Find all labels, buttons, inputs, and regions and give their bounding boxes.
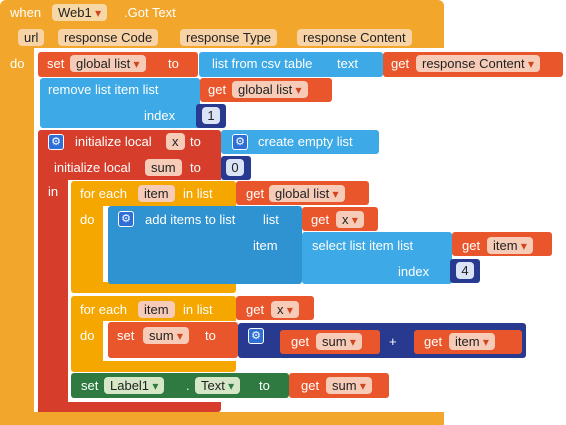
index-label: index [398, 264, 430, 279]
select-list-item-label: select list item list [312, 238, 414, 253]
text-property-dropdown[interactable]: Text [195, 377, 241, 394]
item-var-field[interactable]: item [138, 185, 175, 202]
component-dropdown[interactable]: Web1 [52, 4, 108, 21]
initialize-local-label: initialize local [54, 160, 131, 175]
remove-list-item-label: remove list item list [48, 82, 159, 97]
index-number-field[interactable]: 4 [456, 262, 474, 279]
local-var-sum-field[interactable]: sum [145, 159, 182, 176]
to-label: to [190, 160, 201, 175]
index-label: index [144, 108, 176, 123]
init-bottom-arm [38, 402, 138, 412]
initialize-local-label: initialize local [75, 134, 152, 149]
event-block-bottom-arm [0, 412, 444, 425]
global-list-dropdown[interactable]: global list [269, 185, 345, 202]
get-label: get [301, 378, 320, 393]
local-var-x-field[interactable]: x [166, 133, 185, 150]
gear-icon[interactable]: ⚙ [232, 134, 248, 150]
item-var-dropdown[interactable]: item [449, 333, 495, 350]
get-label: get [246, 186, 265, 201]
text-socket-label: text [337, 56, 358, 71]
param-url[interactable]: url [18, 29, 45, 46]
in-list-label: in list [183, 186, 213, 201]
set-label: set [47, 56, 65, 71]
index-number-field[interactable]: 1 [202, 107, 220, 124]
for-each-label: for each [80, 302, 127, 317]
gear-icon[interactable]: ⚙ [48, 134, 64, 150]
gear-icon[interactable]: ⚙ [248, 328, 264, 344]
list-from-csv-label: list from csv table [212, 56, 313, 71]
x-var-dropdown[interactable]: x [271, 301, 299, 318]
param-response-content[interactable]: response Content [297, 29, 412, 46]
sum-var-dropdown[interactable]: sum [326, 377, 372, 394]
global-list-var-dropdown[interactable]: global list [70, 55, 146, 72]
global-list-dropdown[interactable]: global list [232, 81, 308, 98]
to-label: to [168, 56, 179, 71]
item-var-dropdown[interactable]: item [487, 237, 533, 254]
item-var-field[interactable]: item [138, 301, 175, 318]
to-label: to [205, 328, 216, 343]
remove-list-item-block[interactable] [40, 78, 200, 128]
get-label: get [391, 56, 410, 71]
get-label: get [424, 334, 443, 349]
to-label: to [190, 134, 201, 149]
get-label: get [246, 302, 265, 317]
create-empty-list-label: create empty list [258, 134, 353, 149]
gear-icon[interactable]: ⚙ [118, 211, 134, 227]
sum-init-number-field[interactable]: 0 [226, 159, 244, 176]
set-label: set [117, 328, 135, 343]
dot-label: . [186, 378, 190, 393]
in-label: in [48, 184, 59, 199]
event-name-label: .Got Text [124, 5, 176, 20]
param-response-type[interactable]: response Type [180, 29, 278, 46]
sum-var-dropdown[interactable]: sum [143, 327, 189, 344]
get-label: get [311, 212, 330, 227]
add-items-label: add items to list [145, 212, 236, 227]
when-label: when [10, 5, 42, 20]
list-socket-label: list [263, 212, 279, 227]
param-response-code[interactable]: response Code [58, 29, 159, 46]
do-label: do [80, 212, 95, 227]
do-label: do [10, 56, 25, 71]
add-items-to-list-block[interactable] [108, 206, 302, 284]
list-from-csv-block[interactable] [199, 52, 383, 77]
select-list-item-block[interactable] [302, 232, 452, 284]
response-content-dropdown[interactable]: response Content [416, 55, 540, 72]
get-label: get [291, 334, 310, 349]
for-each-label: for each [80, 186, 127, 201]
to-label: to [259, 378, 270, 393]
x-var-dropdown[interactable]: x [336, 211, 364, 228]
do-label: do [80, 328, 95, 343]
plus-operator: + [389, 334, 397, 349]
set-label: set [81, 378, 99, 393]
in-list-label: in list [183, 302, 213, 317]
get-label: get [462, 238, 481, 253]
label1-component-dropdown[interactable]: Label1 [104, 377, 165, 394]
item-socket-label: item [253, 238, 278, 253]
sum-var-dropdown[interactable]: sum [316, 333, 362, 350]
get-label: get [208, 82, 227, 97]
